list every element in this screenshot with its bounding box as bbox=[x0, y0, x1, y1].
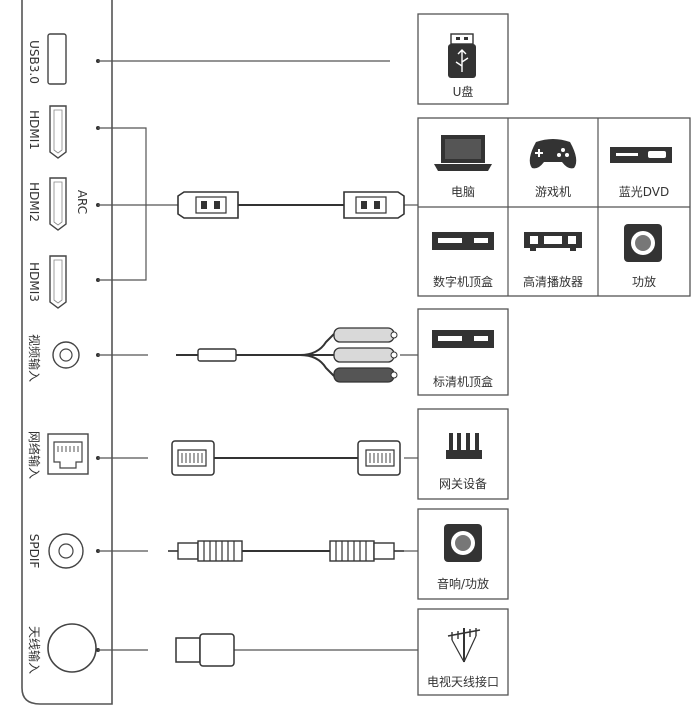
antenna-port: 天线输入 bbox=[27, 623, 97, 674]
av-cable bbox=[176, 327, 398, 383]
router-icon bbox=[446, 433, 482, 459]
hd-player-icon bbox=[524, 232, 582, 251]
device-antenna-label: 电视天线接口 bbox=[427, 674, 499, 689]
amplifier-icon bbox=[624, 224, 662, 262]
device-hd-player-label: 高清播放器 bbox=[523, 274, 583, 289]
device-sd-stb: 标清机顶盒 bbox=[417, 308, 509, 396]
device-amplifier-label: 功放 bbox=[632, 274, 656, 289]
device-usb-drive: U盘 bbox=[417, 13, 509, 105]
spdif-port: SPDIF bbox=[27, 533, 84, 569]
device-bluray-label: 蓝光DVD bbox=[619, 185, 669, 199]
lan-port-label: 网络输入 bbox=[27, 431, 42, 479]
hdmi1-port-label: HDMI1 bbox=[27, 110, 41, 150]
spdif-port-label: SPDIF bbox=[27, 534, 41, 569]
laptop-icon bbox=[434, 135, 492, 171]
hdmi2-port-label: HDMI2 bbox=[27, 182, 41, 222]
hdmi2-port: HDMI2 ARC bbox=[27, 177, 89, 231]
spdif-cable bbox=[168, 540, 404, 562]
device-gateway-label: 网关设备 bbox=[439, 477, 487, 491]
bluray-player-icon bbox=[610, 147, 672, 163]
device-digital-stb-label: 数字机顶盒 bbox=[433, 274, 493, 289]
device-sd-stb-label: 标清机顶盒 bbox=[433, 374, 493, 389]
hdmi-cable bbox=[177, 191, 405, 219]
antenna-port-label: 天线输入 bbox=[27, 626, 42, 674]
device-hdmi-grid: 电脑 游戏机 蓝光DVD 数字机顶盒 bbox=[417, 117, 691, 297]
device-computer-label: 电脑 bbox=[451, 185, 475, 199]
hdmi3-port: HDMI3 bbox=[27, 255, 67, 309]
antenna-cable bbox=[175, 633, 235, 667]
device-speaker-label: 音响/功放 bbox=[437, 576, 489, 591]
device-gameconsole-label: 游戏机 bbox=[535, 185, 571, 199]
hdmi3-port-label: HDMI3 bbox=[27, 262, 41, 302]
speaker-icon bbox=[444, 524, 482, 562]
usb-stick-icon bbox=[448, 33, 476, 78]
antenna-icon bbox=[447, 628, 481, 663]
usb-port-label: USB3.0 bbox=[27, 40, 41, 84]
device-gateway: 网关设备 bbox=[417, 408, 509, 500]
device-speaker: 音响/功放 bbox=[417, 508, 509, 600]
av-input-port: 视频输入 bbox=[27, 334, 80, 382]
av-input-port-label: 视频输入 bbox=[27, 334, 42, 382]
gamepad-icon bbox=[529, 139, 577, 169]
usb-port: USB3.0 bbox=[27, 33, 67, 85]
connection-lines bbox=[96, 59, 418, 652]
device-usb-label: U盘 bbox=[453, 84, 474, 99]
settop-box-icon bbox=[432, 330, 494, 348]
lan-port: 网络输入 bbox=[27, 431, 89, 479]
hdmi1-port: HDMI1 bbox=[27, 105, 67, 159]
lan-cable bbox=[171, 440, 401, 476]
device-antenna: 电视天线接口 bbox=[417, 608, 509, 696]
arc-label: ARC bbox=[75, 190, 89, 214]
settop-box-icon bbox=[432, 232, 494, 250]
